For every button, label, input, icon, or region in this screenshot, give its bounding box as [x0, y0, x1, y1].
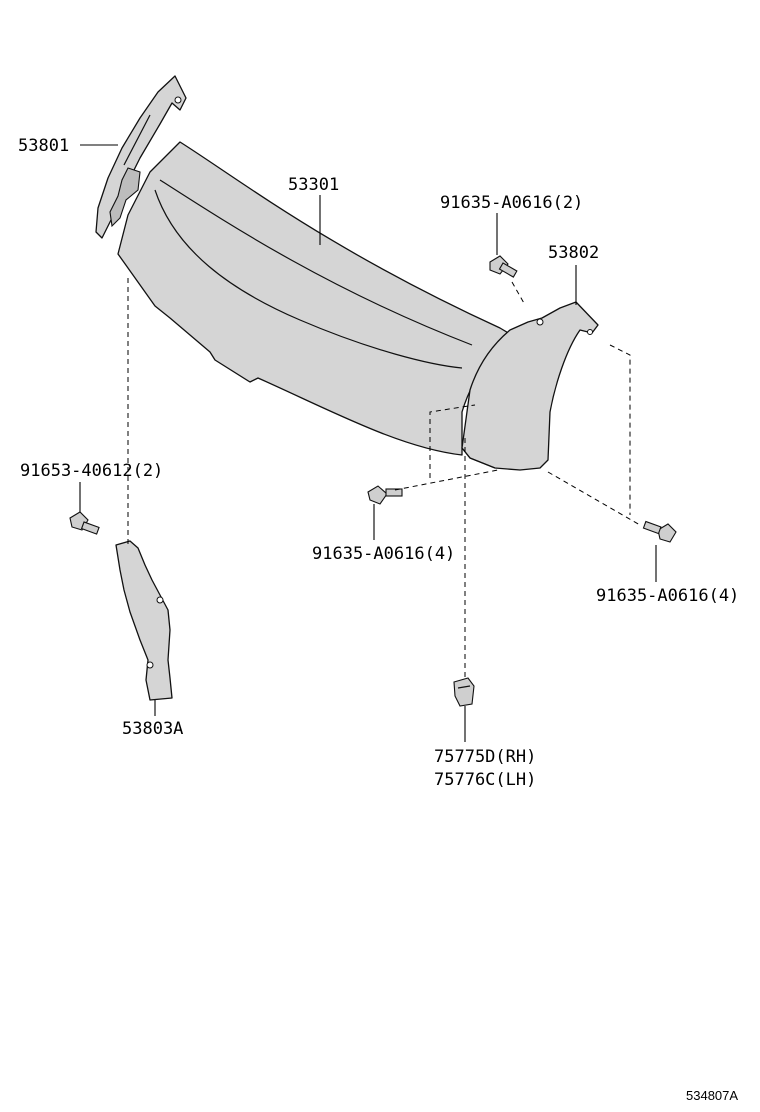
- diagram-id: 534807A: [686, 1088, 738, 1103]
- assembly-lines: [127, 278, 641, 680]
- label-clip-rh: 75775D(RH): [434, 747, 536, 767]
- bolt-top-icon: [489, 255, 518, 278]
- label-53301: 53301: [288, 175, 339, 195]
- label-53801: 53801: [18, 136, 69, 156]
- clip-icon: [453, 677, 475, 707]
- label-bolt-top: 91635-A0616(2): [440, 193, 583, 213]
- bolt-right-icon: [642, 520, 677, 543]
- bolt-mid-icon: [367, 485, 403, 505]
- label-bolt-mid: 91635-A0616(4): [312, 544, 455, 564]
- label-bolt-right: 91635-A0616(4): [596, 586, 739, 606]
- label-clip-lh: 75776C(LH): [434, 770, 536, 790]
- part-53801-shape: [95, 75, 187, 239]
- label-53803a: 53803A: [122, 719, 183, 739]
- label-bolt-left: 91653-40612(2): [20, 461, 163, 481]
- part-53803a-shape: [115, 540, 173, 701]
- label-53802: 53802: [548, 243, 599, 263]
- bolt-left-icon: [69, 511, 100, 535]
- part-53802-shape: [461, 301, 599, 471]
- leader-lines: [79, 144, 657, 742]
